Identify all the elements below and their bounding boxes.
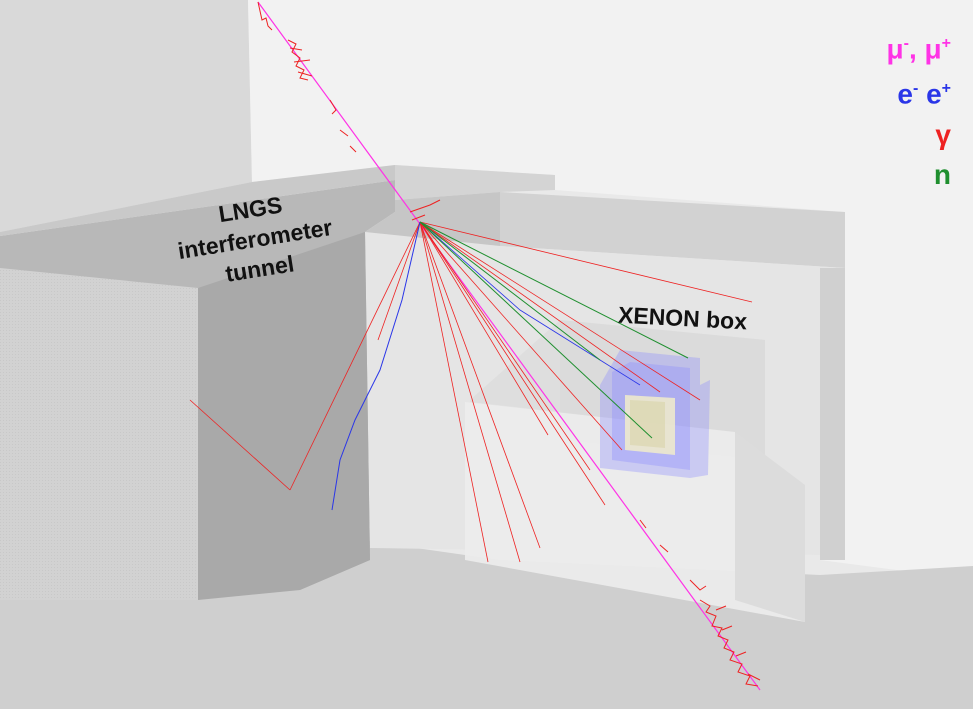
electron-track-2 — [419, 221, 641, 386]
neutron-tracks — [419, 221, 689, 439]
back-rock-wall — [0, 0, 252, 232]
xenon-box-front — [465, 402, 805, 622]
legend-gamma: γ — [935, 118, 951, 150]
muon-track — [257, 1, 761, 691]
tunnel-inner-face — [365, 192, 500, 246]
gamma-tracks — [189, 221, 753, 563]
muon-shower — [257, 1, 761, 687]
electron-track — [331, 221, 421, 511]
particle-tracks — [189, 1, 761, 691]
tunnel-side-face — [198, 232, 370, 600]
hall-top-face — [500, 192, 845, 268]
hall-right-edge — [820, 212, 845, 560]
legend-muon: μ-, μ+ — [886, 33, 951, 65]
particle-legend: μ-, μ+ e- e+ γ n — [886, 24, 951, 195]
tunnel-front-face — [0, 268, 198, 600]
legend-electron: e- e+ — [897, 78, 951, 110]
far-white-wall — [248, 0, 973, 580]
tunnel-left-wall-top — [0, 165, 395, 236]
xenon-box-right-face — [735, 432, 805, 622]
xenon-tpc — [630, 400, 665, 448]
tunnel-roof — [395, 165, 555, 200]
legend-neutron: n — [933, 158, 951, 190]
